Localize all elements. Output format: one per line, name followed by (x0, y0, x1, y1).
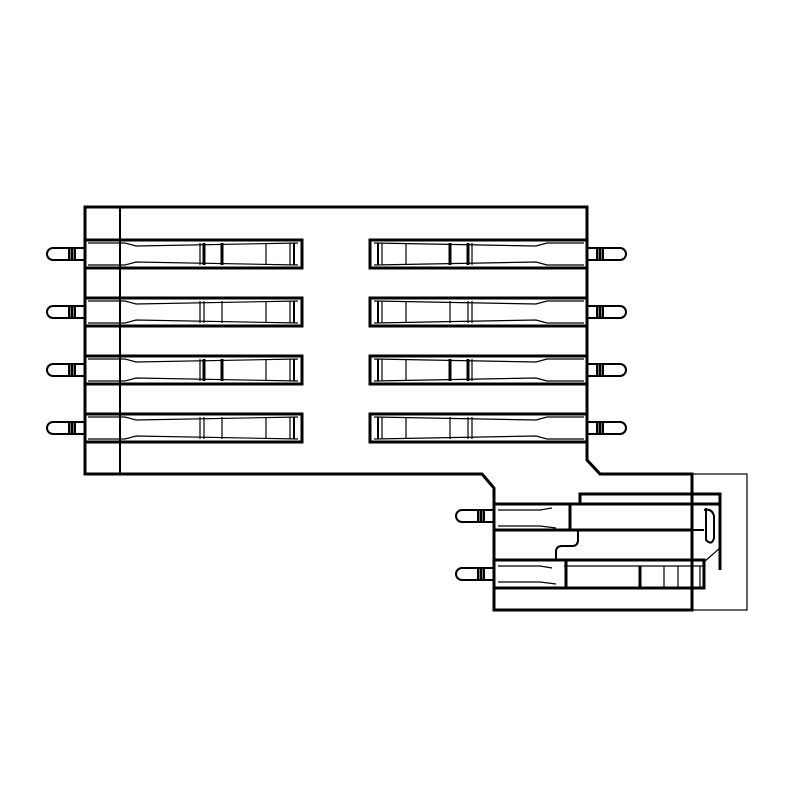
pin (46, 421, 85, 435)
lower-connector-section (494, 492, 722, 590)
right-contact-slot (368, 412, 627, 444)
pin (455, 509, 494, 523)
right-contact-slot (368, 238, 627, 270)
pin (46, 363, 85, 377)
pin (46, 247, 85, 261)
lower-pins (455, 509, 494, 581)
pin (587, 363, 627, 377)
pin (587, 421, 627, 435)
mounting-bracket (691, 473, 748, 611)
pin (587, 247, 627, 261)
left-contact-slot (46, 354, 304, 386)
pin (587, 305, 627, 319)
upper-contact-slots (46, 238, 627, 444)
pin (455, 567, 494, 581)
pin (46, 305, 85, 319)
right-contact-slot (368, 354, 627, 386)
left-contact-slot (46, 296, 304, 328)
right-contact-slot (368, 296, 627, 328)
left-contact-slot (46, 412, 304, 444)
left-contact-slot (46, 238, 304, 270)
